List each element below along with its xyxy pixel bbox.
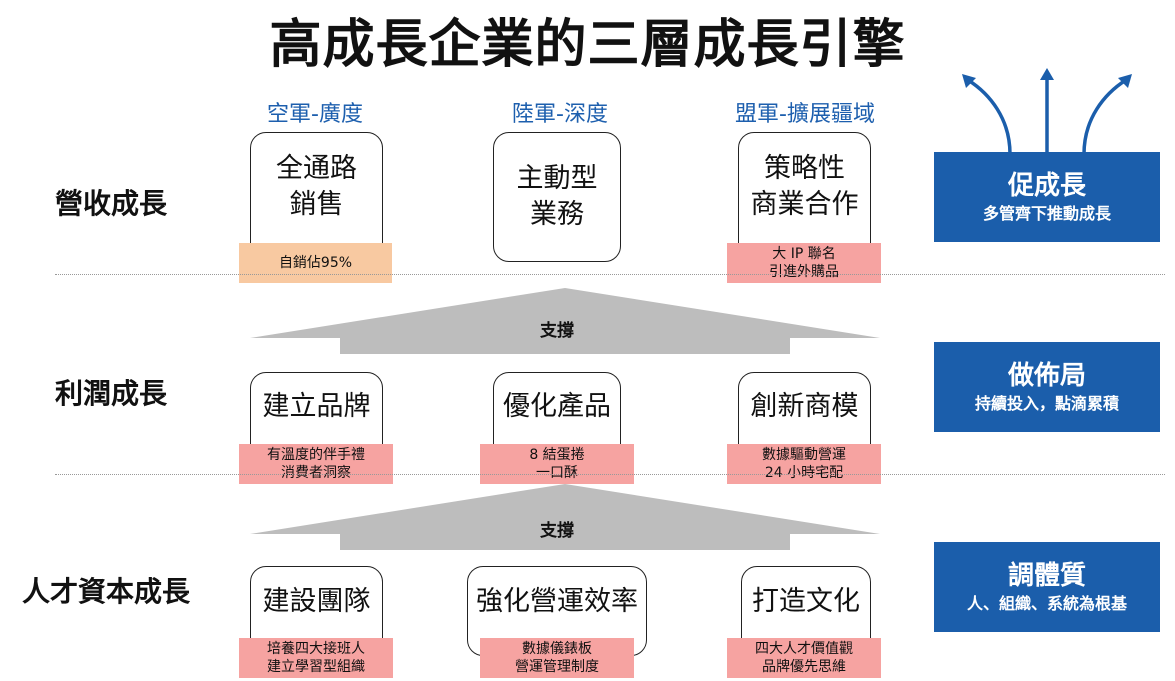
- side-box-layout: 做佈局 持續投入，點滴累積: [934, 342, 1160, 432]
- card-line: 商業合作: [750, 189, 859, 220]
- card-line: 創新商模: [750, 391, 859, 422]
- tag-self-sales: 自銷佔95%: [239, 243, 392, 283]
- tag-line: 一口酥: [536, 465, 578, 481]
- tag-line: 大 IP 聯名: [772, 246, 836, 262]
- page-title: 高成長企業的三層成長引擎: [269, 15, 906, 75]
- side-box-sub: 多管齊下推動成長: [982, 204, 1111, 223]
- card-line: 強化營運效率: [476, 586, 638, 617]
- growth-arrows-icon: [962, 68, 1132, 156]
- column-header-army: 陸軍-深度: [512, 102, 608, 127]
- row-divider: [55, 474, 1165, 475]
- tag-line: 數據儀錶板: [522, 641, 592, 657]
- row-label-revenue: 營收成長: [55, 187, 168, 220]
- side-box-sub: 人、組織、系統為根基: [966, 594, 1127, 613]
- side-box-promote-growth: 促成長 多管齊下推動成長: [934, 152, 1160, 242]
- row-divider: [55, 274, 1165, 275]
- side-box-constitution: 調體質 人、組織、系統為根基: [934, 542, 1160, 632]
- tag-line: 營運管理制度: [515, 659, 599, 675]
- tag-ip-collab: 大 IP 聯名 引進外購品: [727, 243, 881, 283]
- card-active-business: 主動型 業務: [493, 132, 621, 262]
- tag-dashboard: 數據儀錶板 營運管理制度: [480, 638, 634, 678]
- card-line: 銷售: [289, 189, 344, 220]
- card-line: 建設團隊: [262, 586, 371, 617]
- card-line: 優化產品: [503, 391, 611, 422]
- support-arrow-shape: [250, 484, 880, 550]
- tag-line: 培養四大接班人: [267, 641, 365, 657]
- tag-successors: 培養四大接班人 建立學習型組織: [239, 638, 393, 678]
- column-header-air: 空軍-廣度: [267, 102, 363, 127]
- tag-line: 有溫度的伴手禮: [267, 447, 365, 463]
- side-box-heading: 調體質: [1007, 561, 1086, 591]
- tag-line: 四大人才價值觀: [755, 641, 853, 657]
- row-label-profit: 利潤成長: [55, 377, 168, 410]
- tag-line: 8 結蛋捲: [529, 447, 585, 463]
- tag-line: 自銷佔95%: [278, 255, 353, 271]
- support-label: 支撐: [540, 321, 574, 341]
- tag-brand-insight: 有溫度的伴手禮 消費者洞察: [239, 444, 393, 484]
- tag-line: 數據驅動營運: [762, 447, 846, 463]
- side-box-sub: 持續投入，點滴累積: [974, 394, 1119, 413]
- tag-line: 建立學習型組織: [267, 659, 365, 675]
- tag-line: 品牌優先思維: [762, 659, 846, 675]
- row-label-talent: 人才資本成長: [22, 575, 191, 608]
- card-strategic-partnership: 策略性 商業合作: [738, 132, 871, 262]
- column-header-allies: 盟軍-擴展疆域: [735, 102, 875, 127]
- card-line: 業務: [530, 199, 584, 230]
- side-box-heading: 促成長: [1007, 171, 1086, 201]
- tag-values: 四大人才價值觀 品牌優先思維: [727, 638, 881, 678]
- card-line: 策略性: [764, 153, 845, 184]
- card-line: 全通路: [276, 153, 357, 184]
- tag-data-delivery: 數據驅動營運 24 小時宅配: [727, 444, 881, 484]
- side-box-heading: 做佈局: [1007, 361, 1086, 391]
- card-line: 建立品牌: [262, 391, 371, 422]
- tag-line: 引進外購品: [769, 264, 839, 280]
- support-label: 支撐: [540, 521, 574, 541]
- tag-line: 消費者洞察: [281, 465, 351, 481]
- card-line: 主動型: [516, 163, 598, 194]
- tag-line: 24 小時宅配: [764, 465, 844, 481]
- card-line: 打造文化: [752, 586, 860, 617]
- support-arrow-shape: [250, 288, 880, 354]
- card-omnichannel-sales: 全通路 銷售: [250, 132, 383, 262]
- tag-product-items: 8 結蛋捲 一口酥: [480, 444, 634, 484]
